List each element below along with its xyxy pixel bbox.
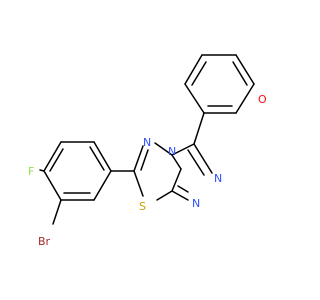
atom-label-nitrogen-triazole-2: N [192,197,200,210]
bond [184,54,203,85]
bond [193,143,213,174]
bond [154,142,173,156]
bond [89,146,105,171]
bond [43,170,62,201]
atom-labels: F Br S N N N N O [28,93,267,248]
bond [171,143,195,156]
bond [52,199,62,225]
atom-label-bromine: Br [38,235,51,248]
atom-label-nitrogen-bridge: N [168,145,176,158]
bond [43,141,62,172]
bonds [39,54,255,225]
bond [140,149,149,171]
bond [39,169,45,172]
bond [187,149,205,176]
bond [177,185,189,193]
bond [93,141,112,172]
bond [49,148,64,172]
bond [93,170,112,201]
molecule-structure-diagram: F Br S N N N N O [28,54,267,248]
bond [232,61,248,86]
bond [235,54,255,85]
atom-label-fluorine: F [28,165,34,178]
bond [191,61,207,86]
atom-label-nitrogen-triazole-1: N [214,172,222,185]
bond [133,170,144,197]
bond [156,190,173,201]
bond [193,112,205,145]
atom-label-sulfur: S [139,200,146,213]
bond [171,190,189,201]
bond [235,83,255,114]
bond [184,83,205,114]
bond [171,154,182,170]
bond [171,168,182,192]
bond [133,145,144,172]
atom-label-nitrogen-thiadiazole: N [143,136,151,149]
atom-label-oxygen: O [258,93,267,106]
